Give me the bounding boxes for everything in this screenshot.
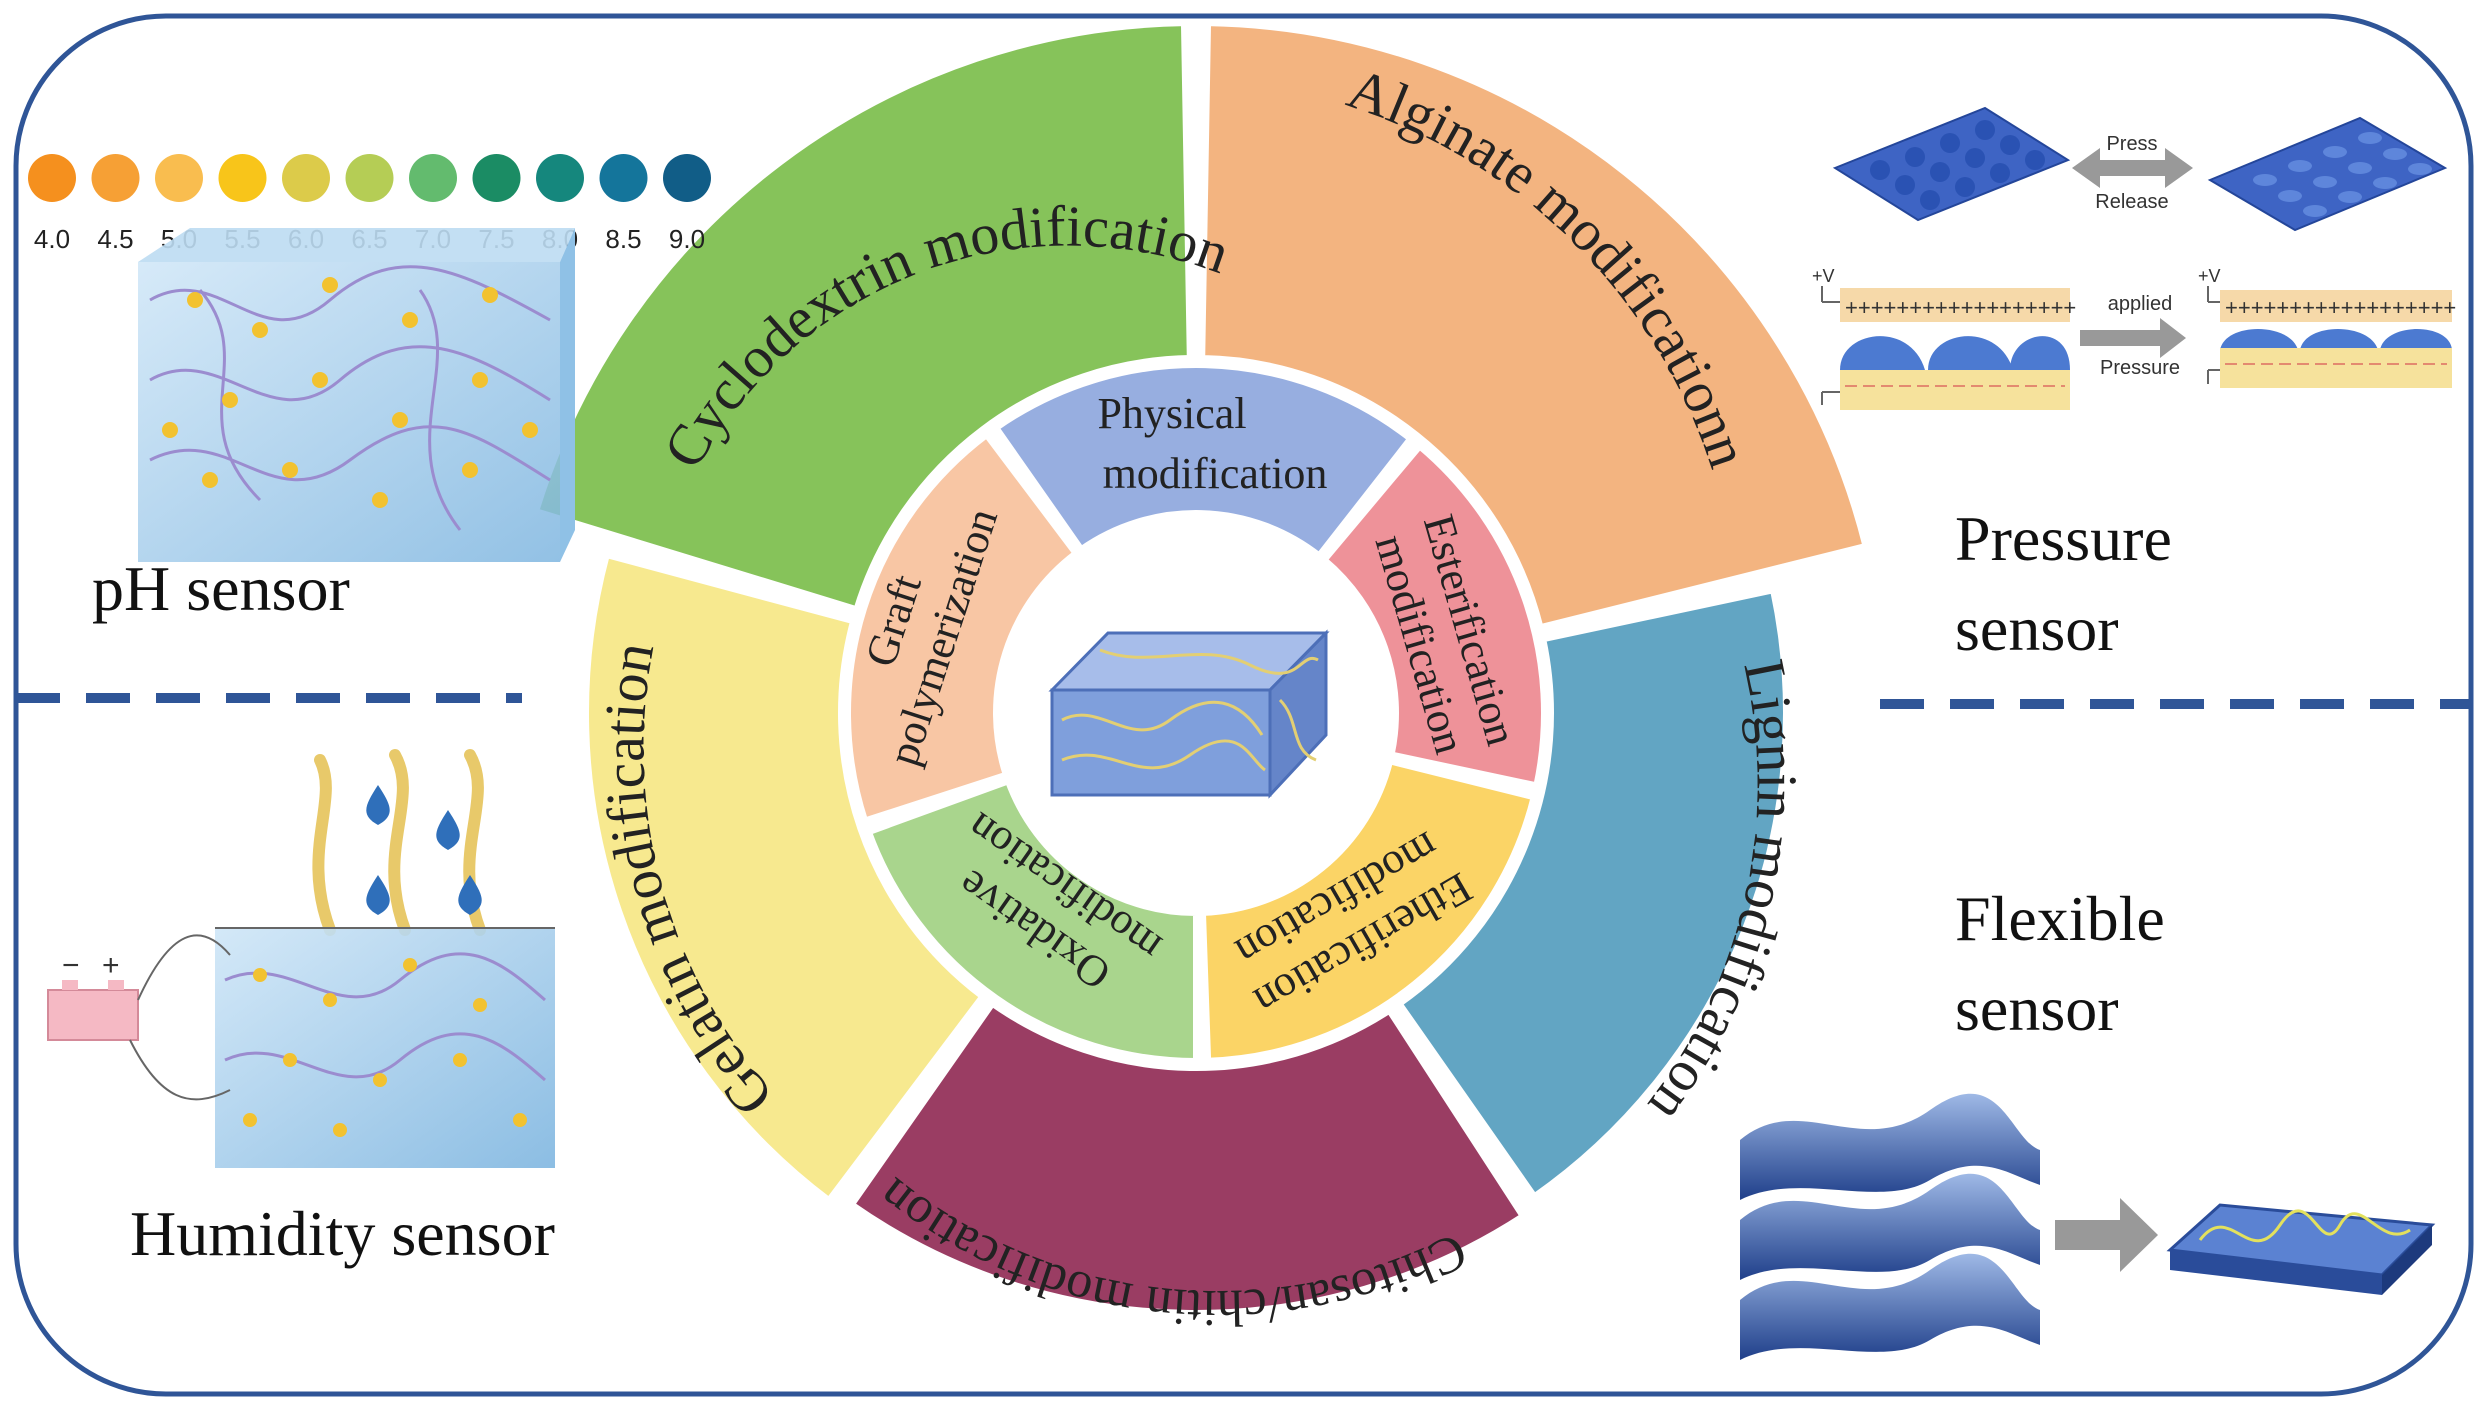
- pressure-sensor-label-line2: sensor: [1955, 593, 2119, 664]
- ph-swatch: [409, 154, 457, 202]
- pressure-sensor-diagram: Press Release +V ++++++++++++++++++ appl…: [1812, 106, 2456, 410]
- svg-text:++++++++++++++++++: ++++++++++++++++++: [1845, 295, 2076, 320]
- flexible-arrow: [2055, 1198, 2158, 1272]
- pressure-sensor-label-line1: Pressure: [1955, 503, 2172, 574]
- ph-swatch: [91, 154, 140, 202]
- water-drop-icons: [366, 785, 482, 915]
- sector-cyclodextrin: [532, 20, 1193, 613]
- ph-swatch: [536, 154, 584, 202]
- svg-text:+: +: [102, 949, 120, 982]
- inner-ring: [845, 362, 1547, 1065]
- sector-lignin: [1395, 586, 1789, 1201]
- sector-oxidative: [865, 777, 1199, 1065]
- applied-label: applied: [2108, 293, 2173, 315]
- ph-swatch: [282, 154, 330, 202]
- sector-alginate: [1199, 20, 1870, 631]
- ph-sensor-label: pH sensor: [92, 553, 350, 624]
- ph-swatch: [472, 154, 521, 202]
- physical-line1: Physical: [1097, 389, 1246, 438]
- press-label: Press: [2106, 133, 2157, 155]
- ph-swatch: [663, 154, 711, 202]
- sector-graft: [845, 430, 1080, 825]
- ph-value-label: 4.0: [34, 224, 70, 254]
- voltage-right-label: +V: [2198, 266, 2221, 286]
- ph-value-label: 9.0: [669, 224, 705, 254]
- ph-swatch: [218, 154, 267, 202]
- physical-label: Physical modification: [1097, 389, 1327, 498]
- ph-swatch: [345, 154, 394, 202]
- ph-swatch: [599, 154, 648, 202]
- ph-value-label: 8.5: [605, 224, 641, 254]
- voltage-left-label: +V: [1812, 266, 1835, 286]
- press-release-arrow: [2072, 148, 2193, 188]
- physical-line2: modification: [1103, 449, 1328, 498]
- outer-ring: [532, 20, 1870, 1316]
- sector-physical: [992, 362, 1415, 560]
- release-label: Release: [2095, 191, 2168, 213]
- ph-sensor-hydrogel-image: [138, 228, 575, 562]
- pressure-label: Pressure: [2100, 357, 2180, 379]
- sector-etherification: [1199, 757, 1538, 1064]
- sector-gelatin: [583, 551, 987, 1205]
- ph-swatch: [28, 154, 76, 202]
- ph-swatch: [155, 154, 203, 202]
- flexible-sensor-label-line1: Flexible: [1955, 883, 2165, 954]
- hydrogel-cube-icon: [1048, 629, 1330, 799]
- humidity-sensor-label: Humidity sensor: [130, 1198, 555, 1269]
- svg-text:++++++++++++++++++: ++++++++++++++++++: [2225, 295, 2456, 320]
- flexible-sensor-image: [1740, 1093, 2436, 1360]
- sector-chitosan: [847, 999, 1527, 1316]
- ph-value-label: 4.5: [97, 224, 133, 254]
- flexible-sensor-label-line2: sensor: [1955, 973, 2119, 1044]
- battery-icon: [47, 989, 139, 1041]
- applied-pressure-arrow: [2080, 318, 2186, 358]
- humidity-sensor-image: − +: [47, 749, 555, 1168]
- svg-text:−: −: [62, 949, 80, 982]
- sector-esterification: [1320, 442, 1547, 789]
